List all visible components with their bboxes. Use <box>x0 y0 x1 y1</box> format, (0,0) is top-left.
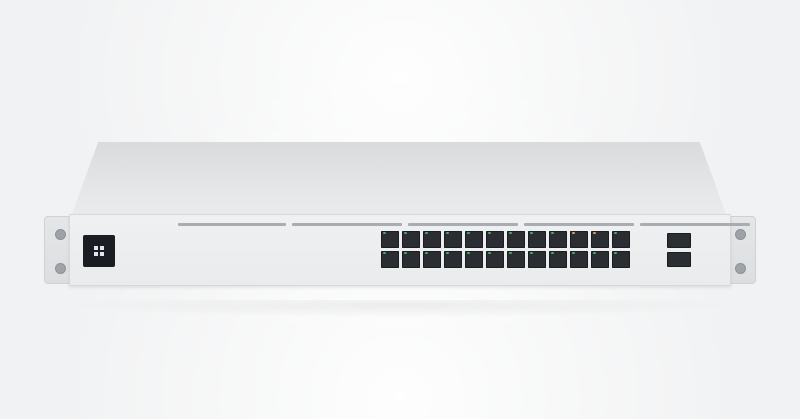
vent-slot <box>408 223 518 226</box>
vent-slot <box>524 223 634 226</box>
rj45-port <box>465 231 483 248</box>
rj45-port <box>549 231 567 248</box>
status-led <box>572 232 575 234</box>
rj45-port <box>486 251 504 268</box>
rj45-port <box>528 231 546 248</box>
rj45-port <box>444 251 462 268</box>
status-led <box>509 252 512 254</box>
mount-hole <box>55 229 66 240</box>
rj45-port <box>381 251 399 268</box>
rj45-port-array <box>381 231 636 269</box>
rj45-port <box>402 251 420 268</box>
switch-front-panel <box>69 214 750 286</box>
status-led <box>467 232 470 234</box>
rj45-port <box>444 231 462 248</box>
rj45-port <box>507 251 525 268</box>
status-led <box>593 232 596 234</box>
status-led <box>614 252 617 254</box>
mount-hole <box>735 229 746 240</box>
rj45-port <box>402 231 420 248</box>
rj45-port <box>423 231 441 248</box>
sfp-port-array <box>667 233 691 267</box>
rj45-port <box>612 251 630 268</box>
sfp-port <box>667 233 691 248</box>
status-led <box>614 232 617 234</box>
rj45-port <box>591 251 609 268</box>
vent-slots <box>178 223 750 227</box>
status-led <box>488 232 491 234</box>
rj45-port <box>591 231 609 248</box>
rj45-port <box>423 251 441 268</box>
rj45-port <box>570 231 588 248</box>
network-switch <box>44 142 756 302</box>
rj45-port <box>486 231 504 248</box>
status-led <box>509 232 512 234</box>
status-led <box>530 252 533 254</box>
rj45-port <box>570 251 588 268</box>
rj45-port <box>381 231 399 248</box>
touch-display <box>83 235 115 267</box>
mount-hole <box>735 263 746 274</box>
switch-top-panel <box>72 142 726 214</box>
vent-slot <box>640 223 750 226</box>
rj45-port <box>465 251 483 268</box>
status-led <box>425 252 428 254</box>
ubiquiti-logo-icon <box>94 246 104 256</box>
floor-shadow <box>60 300 740 318</box>
vent-slot <box>178 223 286 226</box>
status-led <box>572 252 575 254</box>
status-led <box>404 252 407 254</box>
status-led <box>530 232 533 234</box>
rj45-port <box>507 231 525 248</box>
status-led <box>467 252 470 254</box>
status-led <box>383 252 386 254</box>
rj45-port <box>549 251 567 268</box>
rj45-port <box>528 251 546 268</box>
status-led <box>551 252 554 254</box>
vent-slot <box>292 223 402 226</box>
rj45-port <box>612 231 630 248</box>
status-led <box>383 232 386 234</box>
status-led <box>425 232 428 234</box>
status-led <box>551 232 554 234</box>
status-led <box>488 252 491 254</box>
mount-hole <box>55 263 66 274</box>
status-led <box>593 252 596 254</box>
status-led <box>446 232 449 234</box>
status-led <box>446 252 449 254</box>
sfp-port <box>667 252 691 267</box>
status-led <box>404 232 407 234</box>
